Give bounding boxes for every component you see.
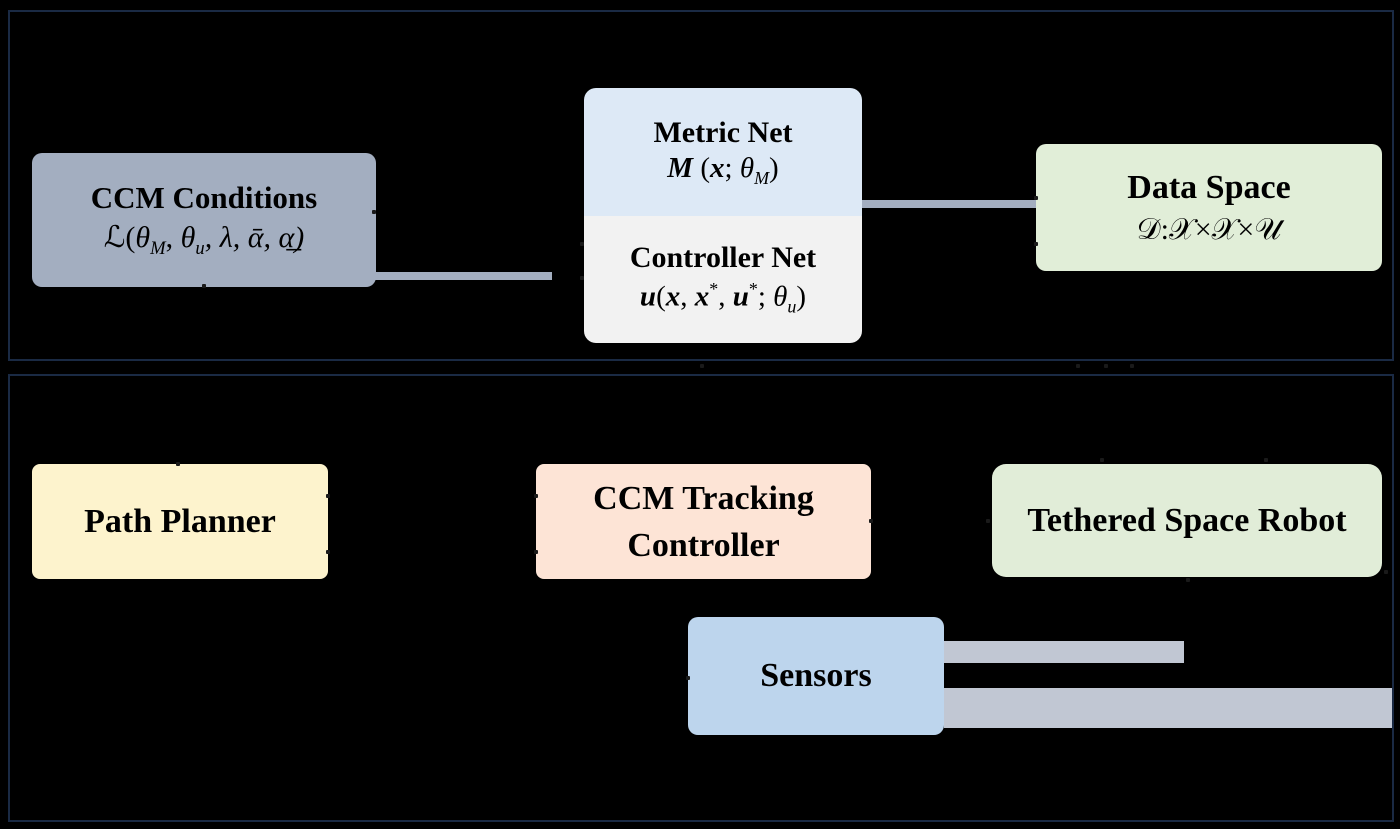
formula-part: ): [796, 280, 807, 313]
arrow-tip: [869, 519, 873, 523]
connector-nets-to-data-space: [862, 200, 1038, 208]
formula-part: (: [693, 151, 710, 184]
arrow-tip: [1264, 458, 1268, 462]
formula-part: u: [195, 238, 205, 259]
controller-net-title: Controller Net: [629, 241, 817, 275]
arrow-tip: [1186, 578, 1190, 582]
arrow-tip: [580, 276, 584, 280]
arrow-tip: [176, 462, 180, 466]
training-panel: [8, 10, 1394, 361]
arrow-tip: [686, 676, 690, 680]
formula-part: M: [150, 238, 166, 259]
formula-part: u: [639, 280, 657, 313]
sensors-block: Sensors: [688, 617, 944, 735]
connector-conditions-to-nets: [372, 272, 552, 280]
path-planner-block: Path Planner: [32, 464, 328, 579]
connector-sensors-lower: [944, 688, 1392, 728]
formula-part: θ: [135, 221, 151, 254]
ccm-conditions-block: CCM Conditions ℒ(θM, θu, λ, ᾱ, α̲): [32, 153, 376, 287]
ccm-tracking-controller-block: CCM Tracking Controller: [536, 464, 871, 579]
arrow-tip: [326, 550, 330, 554]
arrow-tip: [372, 210, 376, 214]
arrow-tip: [326, 494, 330, 498]
ccm-conditions-formula: ℒ(θM, θu, λ, ᾱ, α̲): [104, 220, 304, 260]
arrow-tip: [1034, 196, 1038, 200]
formula-part: θ: [739, 151, 755, 184]
data-space-title: Data Space: [1127, 168, 1291, 206]
arrow-tip: [202, 284, 206, 288]
sensors-title: Sensors: [760, 657, 872, 694]
formula-part: ,: [718, 280, 733, 313]
ccm-tracking-line2: Controller: [627, 526, 780, 564]
controller-net-block: Controller Net u(x, x*, u*; θu): [584, 216, 862, 343]
formula-part: θ: [773, 280, 788, 313]
formula-part: u: [732, 280, 749, 313]
control-loop-panel: [8, 374, 1394, 822]
formula-part: x: [710, 151, 725, 184]
formula-part: ;: [724, 151, 740, 184]
tethered-space-robot-block: Tethered Space Robot: [992, 464, 1382, 577]
formula-part: ,: [680, 280, 695, 313]
metric-net-title: Metric Net: [653, 115, 793, 149]
metric-net-formula: M (x; θM): [667, 152, 778, 189]
formula-part: ;: [757, 280, 774, 313]
arrow-tip: [534, 550, 538, 554]
arrow-tip: [580, 242, 584, 246]
formula-part: , λ, ᾱ, α̲): [204, 221, 305, 254]
formula-part: ): [769, 151, 779, 184]
arrow-tip: [1034, 242, 1038, 246]
formula-part: (: [656, 280, 666, 313]
arrow-tip: [986, 519, 990, 523]
arrow-tip: [1130, 364, 1134, 368]
formula-part: *: [709, 279, 719, 300]
arrow-tip: [1076, 364, 1080, 368]
formula-part: θ: [180, 221, 196, 254]
formula-part: x: [694, 280, 710, 313]
arrow-tip: [1100, 458, 1104, 462]
tethered-space-robot-title: Tethered Space Robot: [1027, 501, 1347, 539]
arrow-tip: [700, 364, 704, 368]
data-space-block: Data Space 𝒟:𝒳×𝒳×𝒰: [1036, 144, 1382, 271]
formula-part: M: [667, 151, 694, 184]
path-planner-title: Path Planner: [84, 502, 276, 540]
data-space-formula: 𝒟:𝒳×𝒳×𝒰: [1136, 212, 1282, 246]
connector-sensors-upper: [944, 641, 1184, 663]
metric-net-block: Metric Net M (x; θM): [584, 88, 862, 216]
formula-part: x: [665, 280, 681, 313]
formula-part: ,: [165, 221, 181, 254]
ccm-conditions-title: CCM Conditions: [90, 180, 318, 215]
formula-part: *: [748, 279, 758, 300]
formula-part: u: [787, 296, 797, 317]
controller-net-formula: u(x, x*, u*; θu): [640, 279, 806, 317]
formula-part: M: [754, 167, 770, 188]
formula-part: ℒ(: [103, 221, 136, 254]
arrow-tip: [1104, 364, 1108, 368]
arrow-tip: [1384, 570, 1388, 574]
ccm-tracking-line1: CCM Tracking: [593, 479, 814, 517]
arrow-tip: [534, 494, 538, 498]
